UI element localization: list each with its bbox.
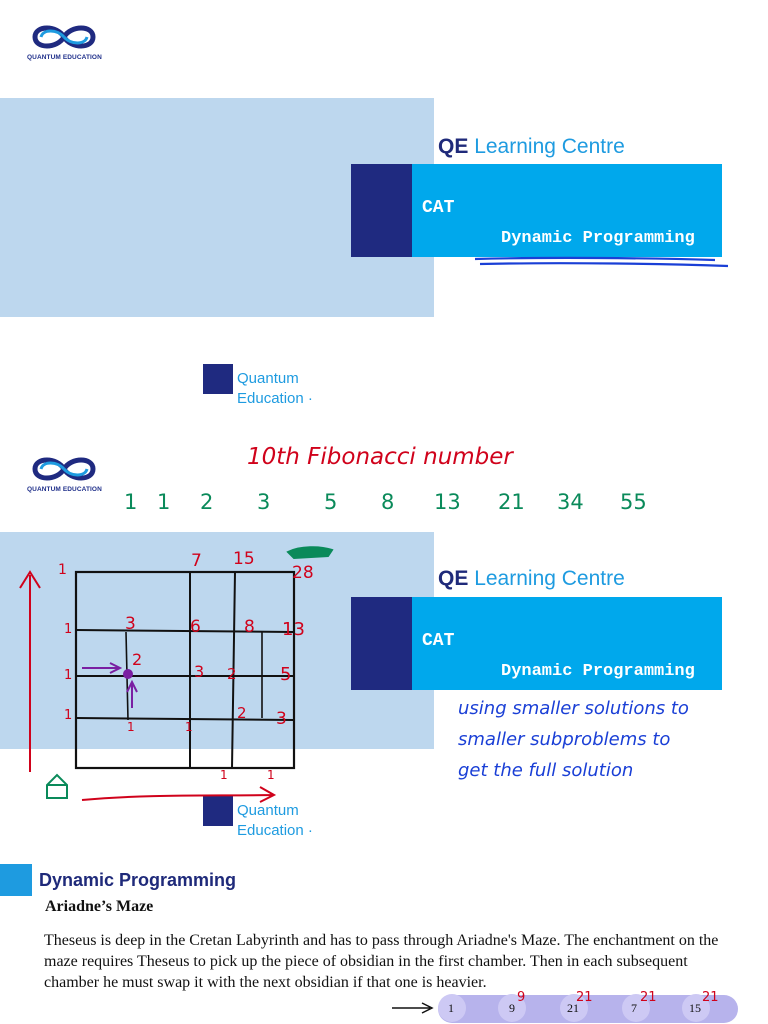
grid-r3-1: 1 [64,708,73,723]
fib-4: 3 [257,490,271,514]
grid-bottom-2: 1 [185,720,193,734]
fib-9: 34 [557,490,584,514]
fib-8: 21 [498,490,525,514]
grid-path-drawing [19,546,334,803]
org-name: Quantum Education · [237,801,313,841]
dp-handwritten-note: using smaller solutions to smaller subpr… [458,693,689,786]
grid-top-1: 1 [58,562,67,578]
grid-r2-2b: 2 [227,665,237,683]
grid-r1-8: 8 [244,617,255,637]
fib-6: 8 [381,490,395,514]
subject-label: Dynamic Programming [501,229,695,248]
chamber-1: 1 [448,1001,454,1015]
quantum-education-logo-2: QUANTUM EDUCATION [27,452,107,496]
grid-bottom-1: 1 [127,720,135,734]
title-learning-centre: Learning Centre [474,567,625,590]
grid-r1-1: 1 [64,622,73,637]
section-accent-bar [0,864,32,896]
org-line-2: Education · [237,822,313,839]
section-header: Dynamic Programming [0,864,768,896]
grid-r2-2: 2 [132,650,143,669]
logo-text: QUANTUM EDUCATION [27,486,102,493]
infinity-logo-icon [32,457,96,481]
chamber-mark-4: 21 [702,990,719,1005]
title-qe: QE [438,567,469,590]
title-learning-centre: Learning Centre [474,135,625,158]
slide-title: QE Learning Centre [438,135,625,159]
grid-top-7: 7 [191,551,202,571]
grid-r2-5: 5 [280,664,292,685]
grid-r2-1: 1 [64,668,73,683]
note-line-3: get the full solution [458,760,634,781]
fib-2: 1 [157,490,171,514]
fibonacci-heading: 10th Fibonacci number [247,444,513,470]
org-name: Quantum Education · [237,369,313,409]
chamber-mark-2: 21 [576,990,593,1005]
fib-3: 2 [200,490,214,514]
fib-1: 1 [124,490,138,514]
chamber-5: 15 [689,1001,701,1015]
chamber-mark-1: 9 [517,990,526,1005]
blue-underline-scribble [474,256,729,268]
chamber-3: 21 [567,1001,579,1015]
problem-title: Ariadne’s Maze [45,898,154,915]
section-title: Dynamic Programming [39,870,237,890]
chamber-2: 9 [509,1001,515,1015]
org-line-1: Quantum [237,370,299,387]
subject-banner: CAT Dynamic Programming [412,164,722,257]
logo-text: QUANTUM EDUCATION [27,54,102,61]
slide-title: QE Learning Centre [438,567,625,591]
title-qe: QE [438,135,469,158]
grid-r3-3: 3 [276,709,287,729]
chamber-4: 7 [631,1001,637,1015]
chambers-diagram [392,994,738,1023]
grid-r1-3: 3 [125,614,136,634]
subject-label: Dynamic Programming [501,662,695,681]
fib-10: 55 [620,490,647,514]
grid-top-15: 15 [233,549,255,569]
note-line-2: smaller subproblems to [458,729,671,750]
fib-5: 5 [324,490,338,514]
subject-banner: CAT Dynamic Programming [412,597,722,690]
navy-accent-block [351,597,412,690]
org-line-2: Education · [237,390,313,407]
problem-paragraph: Theseus is deep in the Cretan Labyrinth … [44,932,719,991]
chamber-mark-3: 21 [640,990,657,1005]
fib-7: 13 [434,490,461,514]
navy-accent-block [351,164,412,257]
cat-label: CAT [422,631,455,651]
grid-r1-13: 13 [282,619,305,640]
note-line-1: using smaller solutions to [458,698,689,719]
cat-label: CAT [422,198,455,218]
org-square [203,364,233,394]
grid-bottom-4: 1 [267,768,275,782]
grid-r3-2: 2 [237,704,247,722]
quantum-education-logo: QUANTUM EDUCATION [27,20,107,64]
org-square [203,796,233,826]
grid-r2-3: 3 [194,662,205,681]
infinity-logo-icon [32,25,96,49]
grid-bottom-3: 1 [220,768,228,782]
org-line-1: Quantum [237,802,299,819]
grid-r1-6: 6 [190,617,201,637]
grid-top-28: 28 [292,563,314,583]
